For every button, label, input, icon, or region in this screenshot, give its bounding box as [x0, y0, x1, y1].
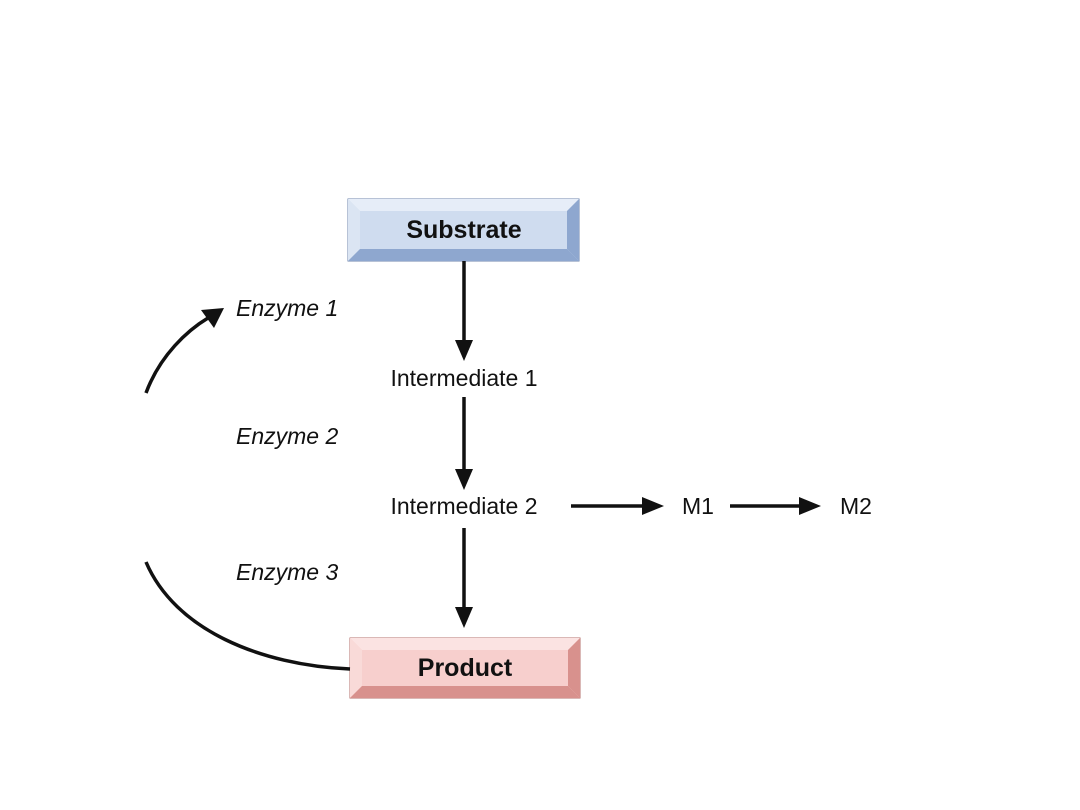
m2-label: M2	[840, 493, 872, 519]
arrow-intermediate-2-to-product	[455, 528, 473, 628]
feedback-inhibition-arrow	[144, 308, 351, 671]
product-label: Product	[418, 654, 513, 682]
arrow-substrate-to-intermediate-1	[455, 261, 473, 361]
enzyme-2-label: Enzyme 2	[236, 423, 338, 449]
arrow-m1-to-m2	[730, 497, 821, 515]
intermediate-2-label: Intermediate 2	[390, 493, 537, 519]
intermediate-1-label: Intermediate 1	[390, 365, 537, 391]
arrow-intermediate-1-to-intermediate-2	[455, 397, 473, 490]
m1-label: M1	[682, 493, 714, 519]
enzyme-1-label: Enzyme 1	[236, 295, 338, 321]
substrate-label: Substrate	[406, 216, 521, 244]
enzyme-3-label: Enzyme 3	[236, 559, 338, 585]
product-box: Product	[349, 637, 581, 699]
arrow-intermediate-2-to-m1	[571, 497, 664, 515]
substrate-box: Substrate	[347, 198, 580, 262]
